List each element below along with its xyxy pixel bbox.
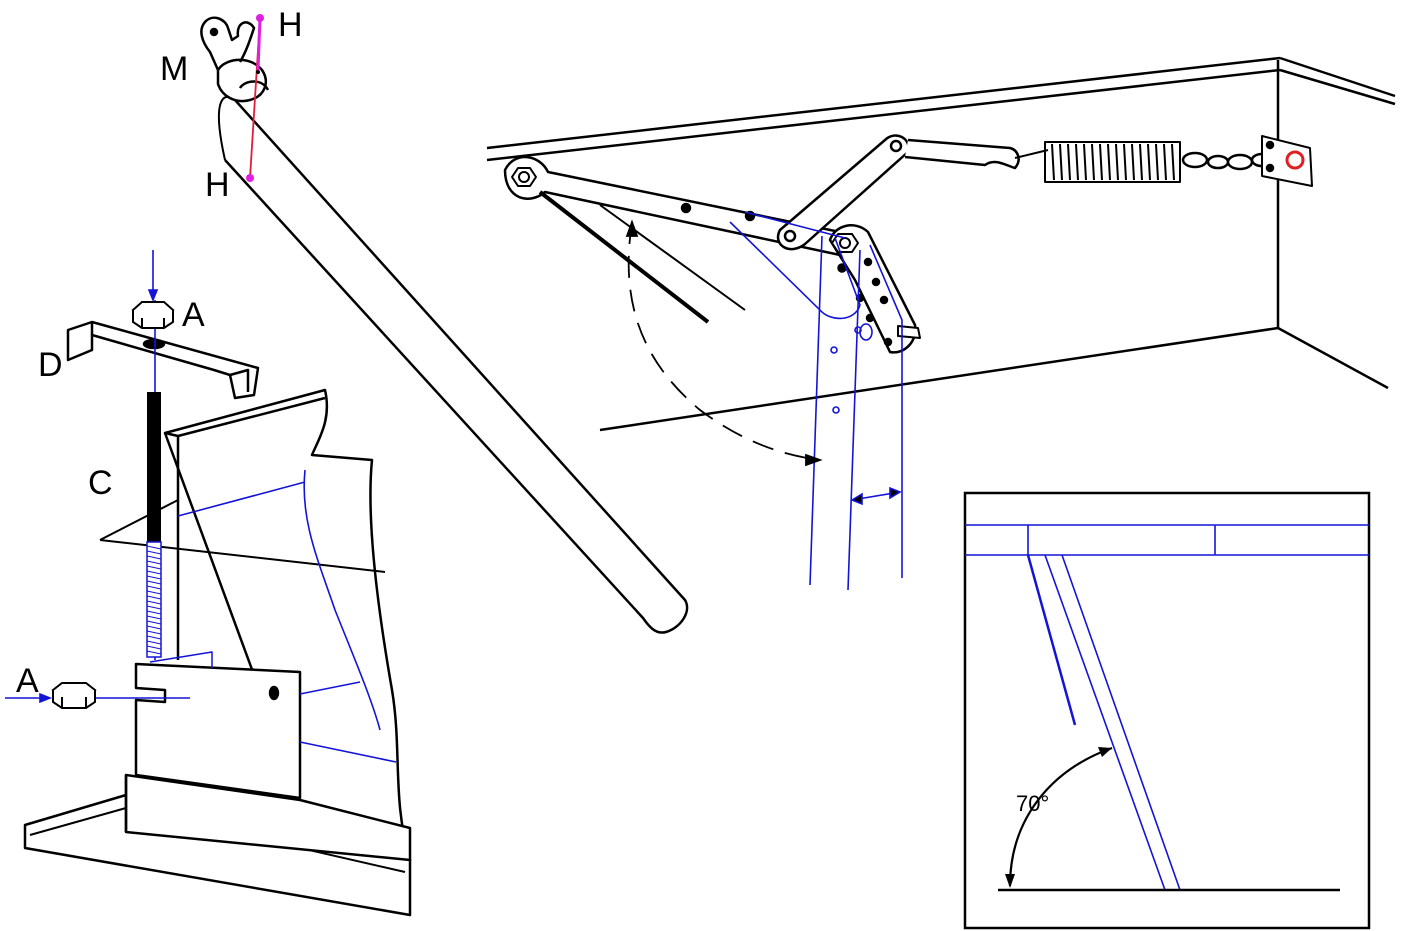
angle-inset	[963, 491, 1371, 930]
nut-bottom	[51, 682, 97, 709]
wall-panel	[163, 388, 412, 862]
channel-d	[66, 320, 260, 400]
pivot-plate	[828, 224, 917, 354]
label-d: D	[38, 346, 63, 384]
label-c: C	[88, 464, 113, 502]
swing-arc	[625, 219, 823, 467]
angle-label: 70°	[1016, 791, 1049, 816]
label-a-top: A	[182, 296, 205, 334]
label-m: M	[160, 50, 188, 88]
push-rod	[200, 16, 689, 634]
spring	[1044, 141, 1181, 183]
hh-marker	[246, 14, 264, 182]
eye-bolt	[1285, 150, 1305, 170]
bracket-assembly	[23, 320, 412, 917]
front-plate	[134, 662, 302, 800]
plate-hole	[268, 685, 280, 701]
label-h-bottom: H	[205, 166, 230, 204]
rod-hook	[200, 16, 256, 71]
mechanism-guides	[729, 211, 903, 591]
rod-collar	[216, 58, 267, 103]
label-h-top: H	[278, 6, 303, 44]
threaded-rod	[146, 392, 162, 658]
nut-top	[131, 301, 175, 329]
base-plate	[23, 793, 412, 917]
chain	[1181, 151, 1274, 171]
label-a-bottom: A	[16, 662, 39, 700]
lift-mechanism	[503, 134, 1313, 354]
ceiling	[486, 56, 1396, 432]
